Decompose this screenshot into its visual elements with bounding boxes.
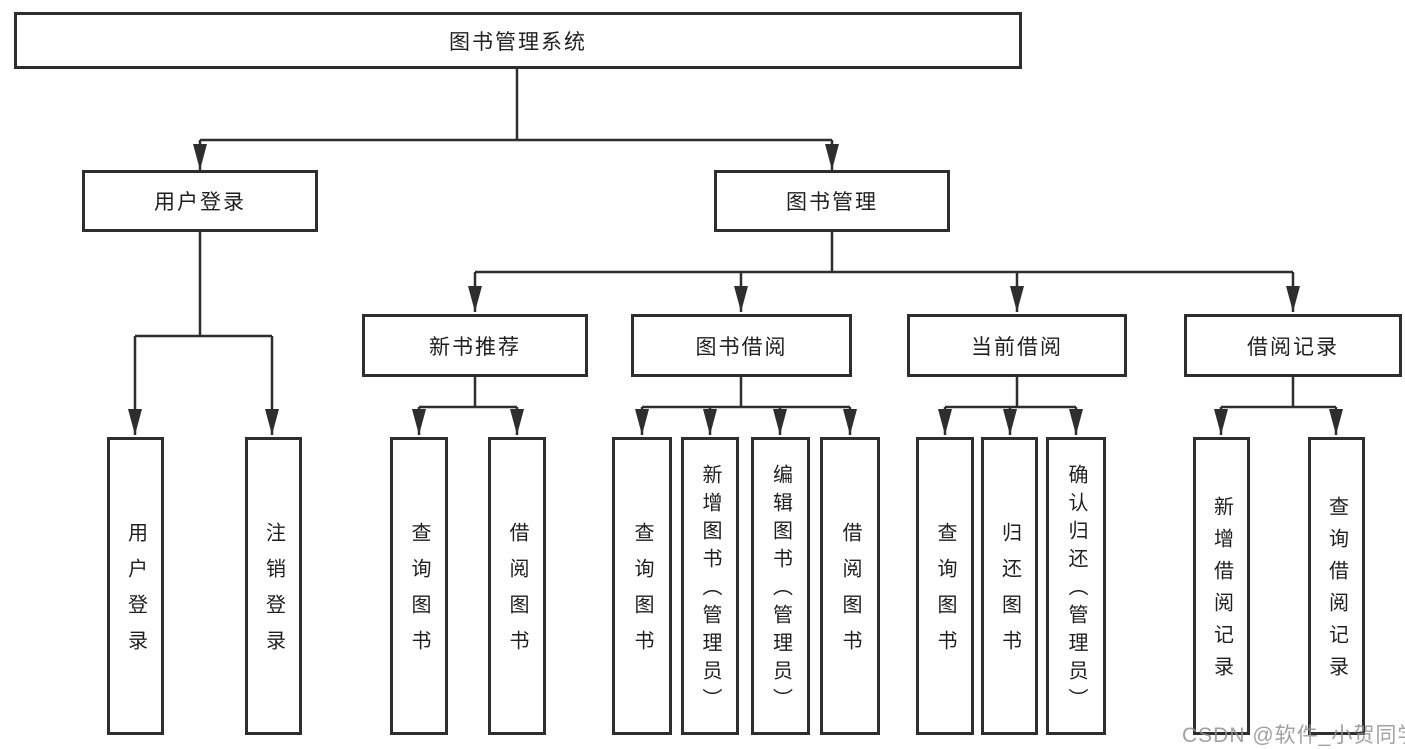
- node-label: 查询图书: [408, 522, 430, 666]
- node-borrowing-records: 借阅记录: [1184, 314, 1402, 377]
- node-label: 图书借阅: [695, 335, 788, 359]
- node-label: 当前借阅: [971, 335, 1063, 359]
- branch-book-borrow: [642, 377, 850, 409]
- leaf-return-books: 归还图书: [981, 437, 1038, 735]
- branch-book-mgmt: [475, 232, 1293, 274]
- node-label: 用户登录: [124, 522, 147, 666]
- leaf-add-books-admin: 新增图书（管理员）: [681, 437, 739, 735]
- node-label: 确认归还（管理员）: [1065, 464, 1087, 716]
- node-label: 查询借阅记录: [1325, 496, 1348, 688]
- leaf-query-books: 查询图书: [390, 437, 448, 735]
- node-library-management-system: 图书管理系统: [14, 12, 1022, 69]
- node-label: 新增借阅记录: [1210, 496, 1233, 688]
- leaf-confirm-return-admin: 确认归还（管理员）: [1046, 437, 1106, 735]
- leaf-borrow-books: 借阅图书: [488, 437, 546, 735]
- node-book-management: 图书管理: [714, 170, 950, 232]
- branch-current-borrow: [945, 377, 1076, 409]
- leaf-user-login: 用户登录: [107, 437, 164, 735]
- node-new-book-recommend: 新书推荐: [362, 314, 588, 377]
- leaf-query-books: 查询图书: [916, 437, 974, 735]
- branch-new-book-rec: [419, 377, 517, 409]
- node-label: 借阅图书: [839, 522, 861, 666]
- branch-root: [200, 68, 832, 142]
- node-label: 查询图书: [631, 522, 653, 666]
- csdn-watermark: CSDN @软件_小贺同学: [1182, 724, 1405, 747]
- node-label: 用户登录: [154, 191, 246, 214]
- node-label: 图书管理: [786, 191, 878, 214]
- node-label: 查询图书: [934, 522, 956, 666]
- node-label: 编辑图书（管理员）: [769, 464, 792, 716]
- branch-borrow-record: [1221, 377, 1336, 409]
- node-label: 归还图书: [998, 522, 1021, 666]
- leaf-query-books: 查询图书: [612, 437, 672, 735]
- node-label: 借阅记录: [1247, 335, 1339, 359]
- node-user-login: 用户登录: [82, 170, 318, 232]
- node-label: 注销登录: [262, 522, 285, 666]
- leaf-add-borrow-record: 新增借阅记录: [1193, 437, 1250, 735]
- node-label: 新书推荐: [429, 335, 521, 359]
- leaf-edit-books-admin: 编辑图书（管理员）: [751, 437, 810, 735]
- branch-user-login: [135, 232, 272, 338]
- node-label: 借阅图书: [506, 522, 528, 666]
- leaf-borrow-books: 借阅图书: [820, 437, 880, 735]
- leaf-logout: 注销登录: [245, 437, 302, 735]
- node-current-borrowing: 当前借阅: [907, 314, 1127, 377]
- leaf-query-borrow-record: 查询借阅记录: [1308, 437, 1365, 735]
- node-label: 新增图书（管理员）: [699, 464, 721, 716]
- node-label: 图书管理系统: [449, 30, 587, 54]
- node-book-borrowing: 图书借阅: [631, 314, 852, 377]
